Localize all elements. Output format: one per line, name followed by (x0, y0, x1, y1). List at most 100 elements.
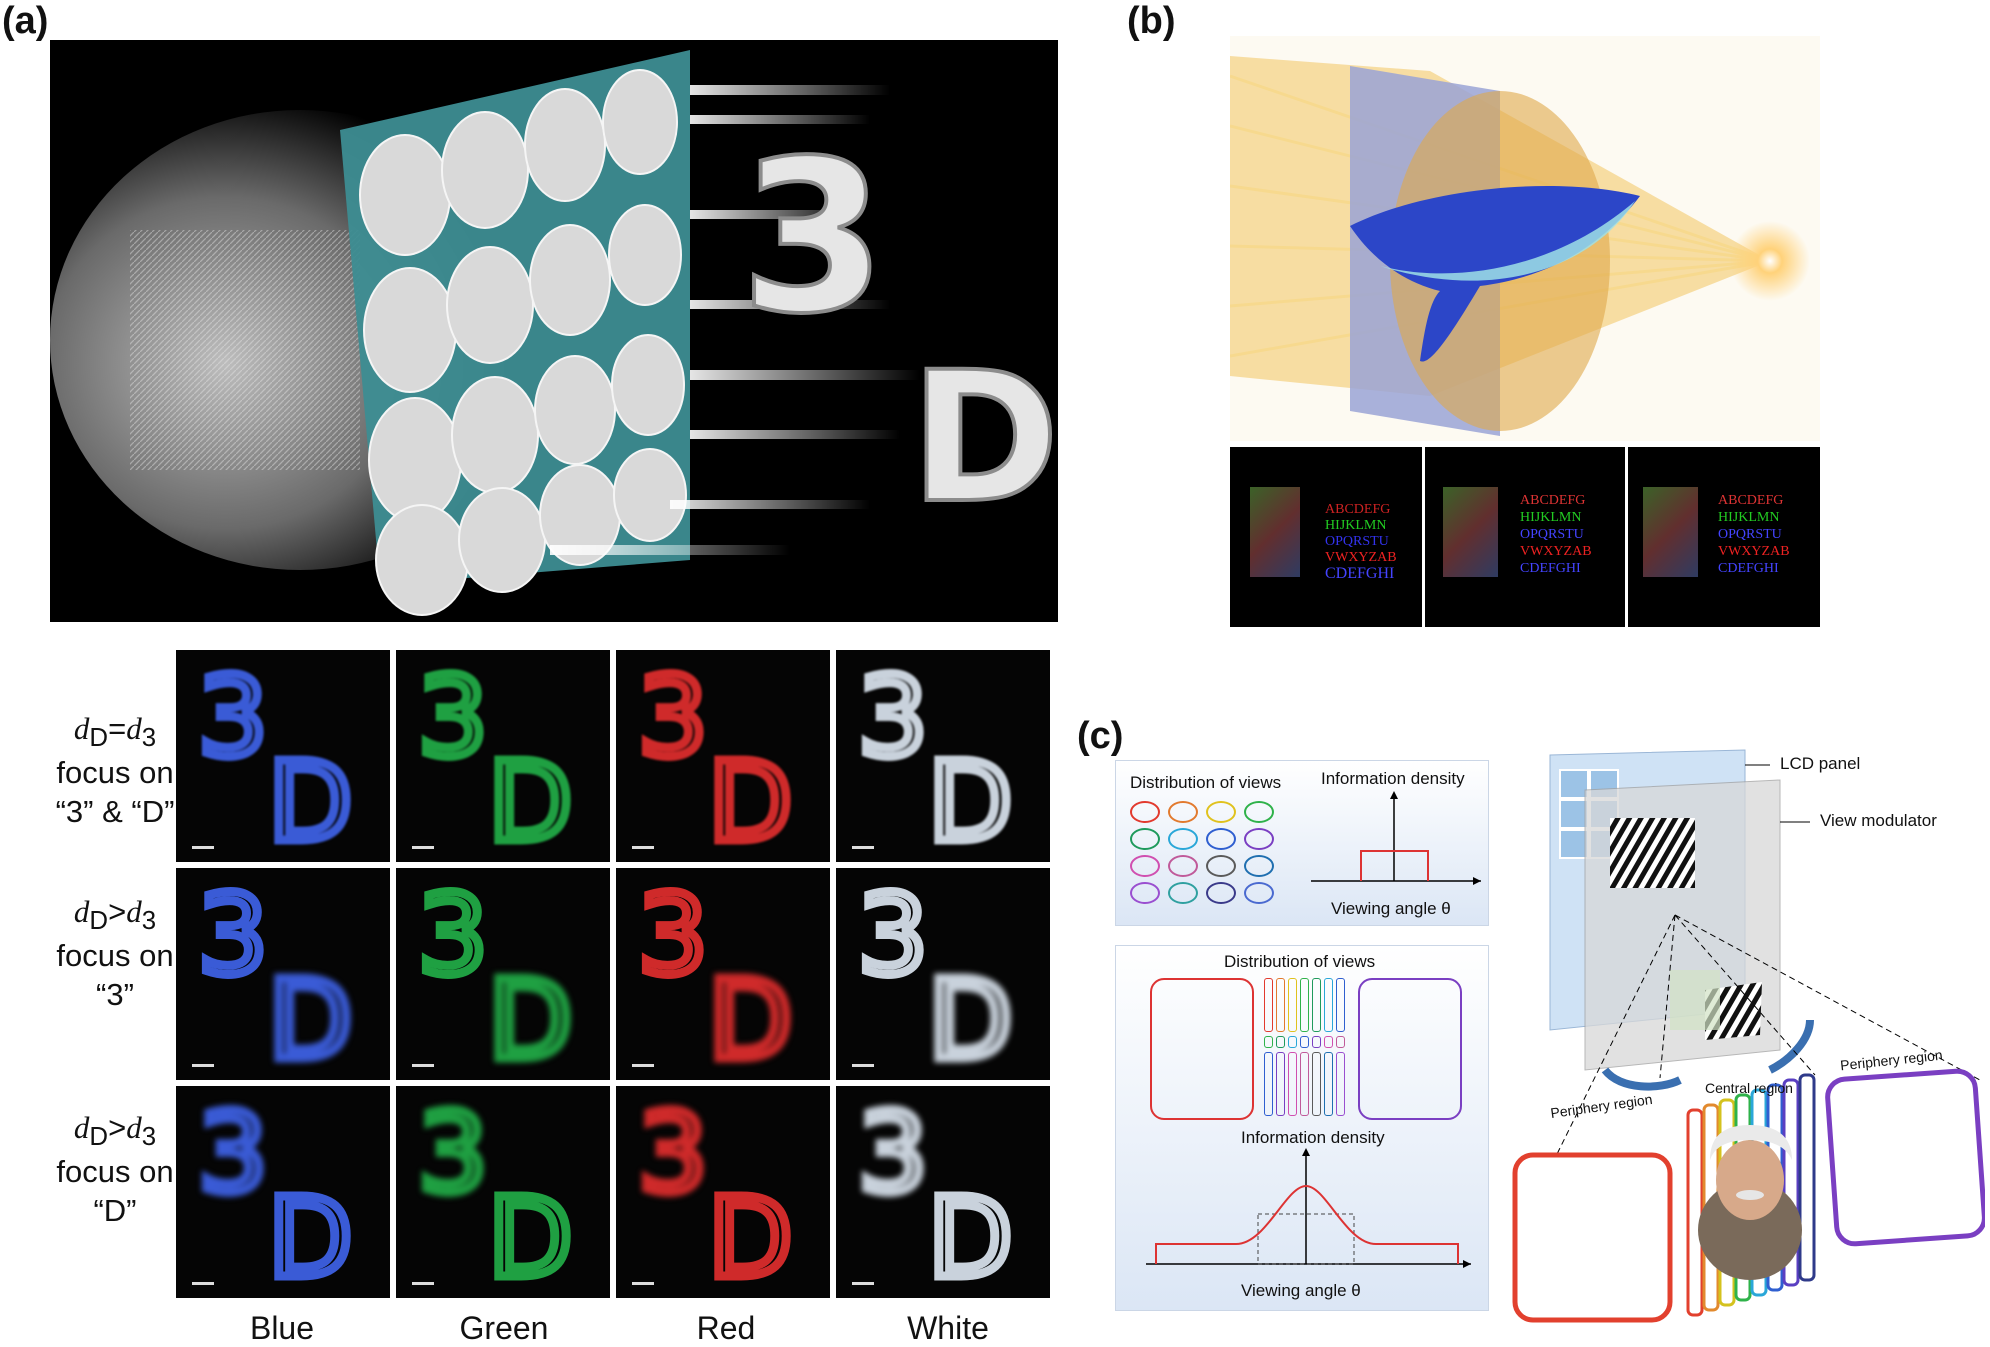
box2-density-plot (1146, 1148, 1471, 1268)
view-stripe (1312, 978, 1321, 1032)
view-stripe (1288, 978, 1297, 1032)
view-stripe (1324, 1036, 1333, 1048)
scale-bar (412, 1282, 434, 1285)
glyph-d: D (268, 738, 353, 862)
box2-density-title: Information density (1241, 1128, 1385, 1147)
box1-density-plot (1311, 791, 1481, 885)
row-label-2: dD>d3 focus on “3” (56, 894, 174, 1013)
hero-glyph-3: 3 (740, 115, 886, 360)
scale-bar (632, 1282, 654, 1285)
panel-a-hero-image: 3 D (50, 40, 1058, 622)
view-circle (1130, 855, 1160, 877)
glyph-3: 3 (418, 653, 488, 781)
thumb-cube (1643, 487, 1698, 577)
glyph-3: 3 (418, 871, 488, 999)
view-circle (1168, 882, 1198, 904)
view-stripe (1300, 978, 1309, 1032)
glyph-d: D (488, 956, 573, 1080)
view-stripe (1312, 1052, 1321, 1116)
whale-thumb-1: ABCDEFG HIJKLMN OPQRSTU VWXYZAB CDEFGHI (1230, 447, 1422, 627)
view-circle (1206, 828, 1236, 850)
view-circle (1244, 882, 1274, 904)
scale-bar (412, 846, 434, 849)
glyph-d: D (268, 1174, 353, 1298)
scale-bar (852, 846, 874, 849)
whale-hologram-illustration (1229, 36, 1820, 441)
view-stripe (1288, 1052, 1297, 1116)
glyph-d: D (708, 738, 793, 862)
glyph-d: D (708, 956, 793, 1080)
foveated-views-box: Distribution of views Information densit… (1115, 945, 1489, 1311)
glyph-d: D (268, 956, 353, 1080)
panel-a-label: (a) (2, 0, 49, 42)
scale-bar (192, 1064, 214, 1067)
view-circle (1130, 828, 1160, 850)
column-label-white: White (907, 1310, 989, 1346)
glyph-d: D (708, 1174, 793, 1298)
view-circle (1206, 882, 1236, 904)
view-stripe (1264, 978, 1273, 1032)
whale-thumb-3: ABCDEFG HIJKLMN OPQRSTU VWXYZAB CDEFGHI (1628, 447, 1820, 627)
view-stripe (1336, 1052, 1345, 1116)
view-stripe (1264, 1036, 1273, 1048)
thumb-cube (1250, 487, 1300, 577)
metasurface-illustration: 3 D (50, 50, 1058, 616)
box2-periphery-right-frame (1358, 978, 1462, 1120)
box1-density-title: Information density (1321, 769, 1465, 788)
view-circle (1244, 801, 1274, 823)
glyph-d: D (488, 1174, 573, 1298)
glyph-d: D (928, 738, 1013, 862)
glyph-d: D (928, 956, 1013, 1080)
view-stripe (1264, 1052, 1273, 1116)
view-stripe (1336, 1036, 1345, 1048)
view-circle (1130, 882, 1160, 904)
row-label-3: dD>d3 focus on “D” (56, 1110, 174, 1229)
display-stack-drawing (1512, 749, 1987, 1323)
thumb-text: ABCDEFG HIJKLMN OPQRSTU VWXYZAB CDEFGHI (1718, 493, 1790, 576)
view-stripe (1300, 1052, 1309, 1116)
glyph-3: 3 (198, 653, 268, 781)
lcd-panel-label: LCD panel (1780, 754, 1861, 773)
view-stripe (1276, 1036, 1285, 1048)
view-stripe (1336, 978, 1345, 1032)
scale-bar (192, 1282, 214, 1285)
central-region-label: Central region (1705, 1080, 1793, 1096)
scale-bar (852, 1282, 874, 1285)
box2-views-title: Distribution of views (1224, 952, 1376, 971)
glyph-3: 3 (198, 871, 268, 999)
scale-bar (632, 846, 654, 849)
view-stripe (1276, 978, 1285, 1032)
column-label-blue: Blue (249, 1310, 315, 1346)
column-label-green: Green (459, 1310, 549, 1346)
view-stripe (1276, 1052, 1285, 1116)
hero-glyph-d: D (910, 334, 1058, 543)
uniform-views-box: Distribution of views Information densit… (1115, 760, 1489, 926)
column-label-red: Red (696, 1310, 756, 1346)
view-circle (1206, 801, 1236, 823)
view-circle (1244, 828, 1274, 850)
box2-xaxis-label: Viewing angle θ (1241, 1281, 1361, 1300)
view-stripe (1324, 978, 1333, 1032)
view-stripe (1324, 1052, 1333, 1116)
view-stripe (1312, 1036, 1321, 1048)
glyph-3: 3 (638, 1089, 708, 1217)
view-circle (1168, 828, 1198, 850)
whale-thumb-2: ABCDEFG HIJKLMN OPQRSTU VWXYZAB CDEFGHI (1425, 447, 1625, 627)
view-circle (1244, 855, 1274, 877)
view-circle (1168, 855, 1198, 877)
glyph-3: 3 (638, 653, 708, 781)
glyph-d: D (488, 738, 573, 862)
view-circle (1168, 801, 1198, 823)
thumb-text: ABCDEFG HIJKLMN OPQRSTU VWXYZAB CDEFGHI (1325, 502, 1397, 582)
